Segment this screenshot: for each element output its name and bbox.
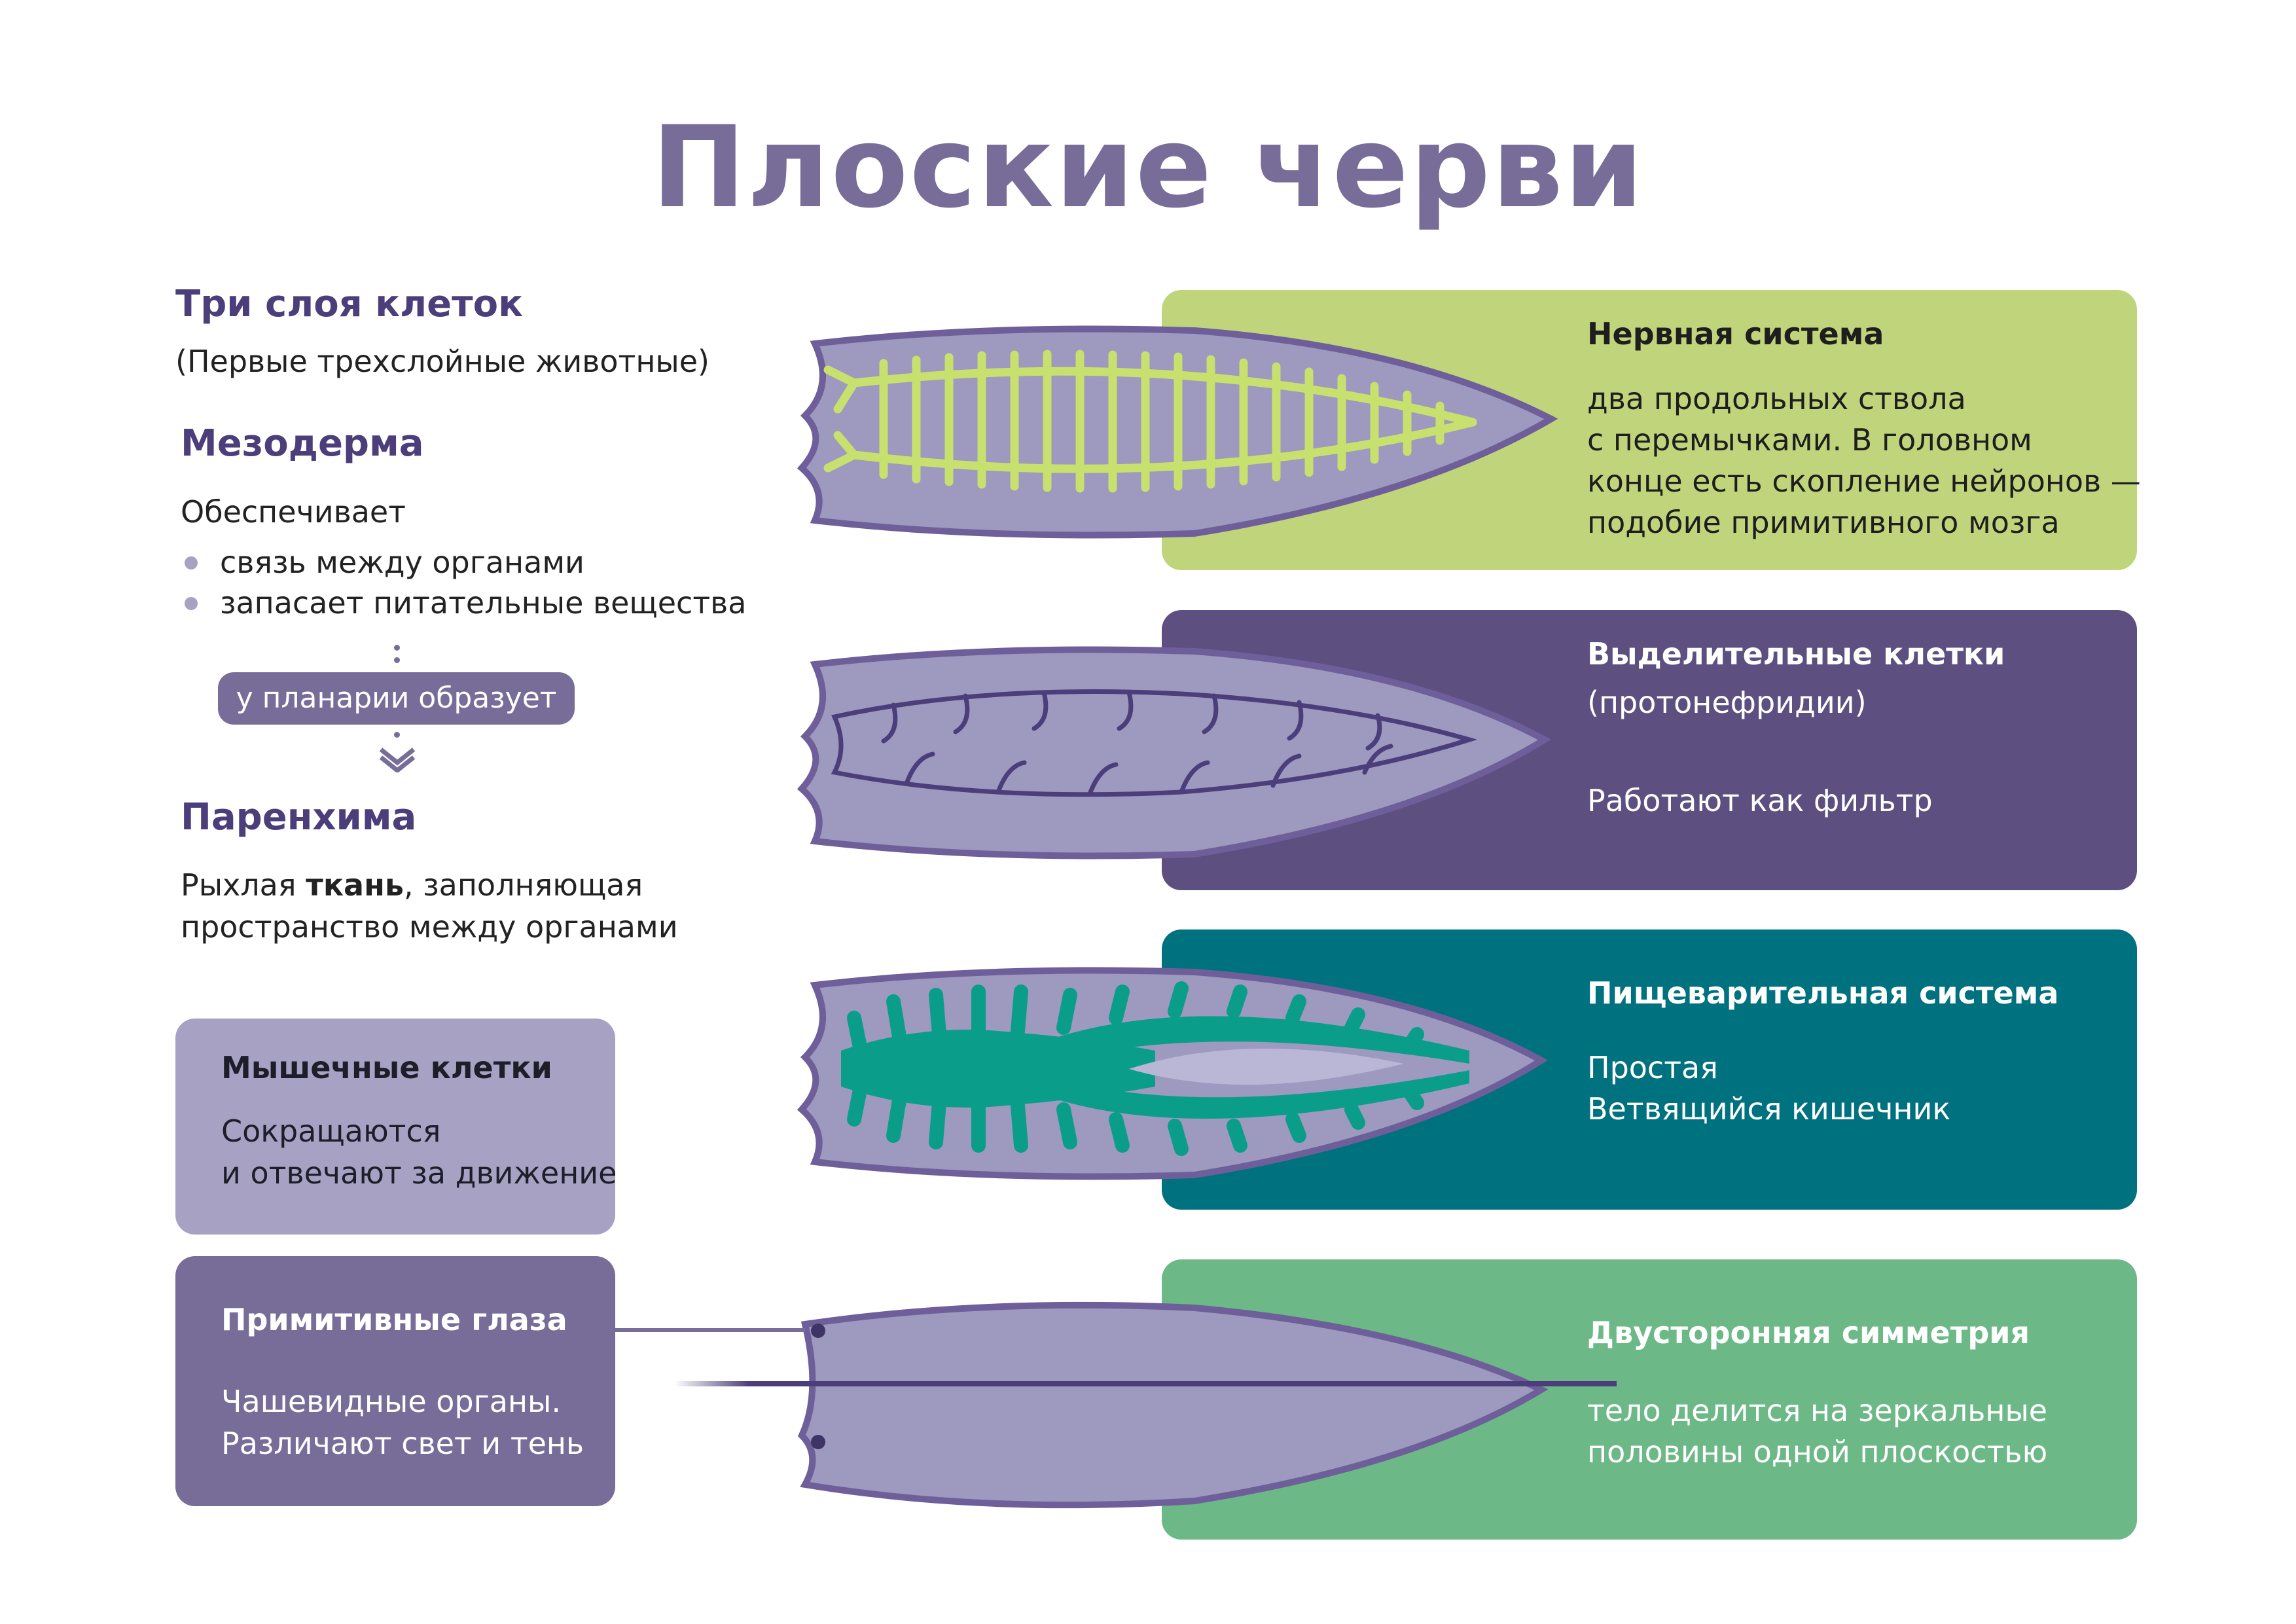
layers-heading: Три слоя клеток: [175, 283, 524, 325]
page-title: Плоские черви: [651, 101, 1645, 233]
eye-spot: [811, 1324, 825, 1338]
panel-heading: Двусторонняя симметрия: [1587, 1315, 2030, 1350]
muscle-cells-box: Мышечные клетки Сокращаются и отвечают з…: [175, 1019, 617, 1235]
panel-line: тело делится на зеркальные: [1587, 1393, 2048, 1428]
parenchyma-heading: Паренхима: [181, 796, 417, 839]
panel-line: два продольных ствола: [1587, 381, 1966, 416]
mesoderm-bullets: связь между органами запасает питательны…: [181, 542, 746, 623]
mesoderm-heading: Мезодерма: [181, 422, 424, 465]
panel-line: подобие примитивного мозга: [1587, 505, 2060, 540]
parenchyma-text-line2: пространство между органами: [181, 909, 678, 945]
panel-heading: Нервная система: [1587, 316, 1884, 352]
dotted-connector: [394, 732, 401, 744]
planaria-nervous-illustration: [797, 325, 1558, 539]
mesoderm-intro: Обеспечивает: [181, 494, 406, 530]
layers-note: (Первые трехслойные животные): [175, 344, 709, 379]
mesoderm-bullet: связь между органами: [181, 542, 746, 583]
panel-heading: Выделительные клетки: [1587, 636, 2005, 672]
muscle-heading: Мышечные клетки: [221, 1050, 552, 1085]
symmetry-axis-line: [674, 1381, 1617, 1386]
muscle-line: и отвечают за движение: [221, 1155, 617, 1191]
eyes-heading: Примитивные глаза: [221, 1302, 567, 1337]
primitive-eyes-box: Примитивные глаза Чашевидные органы. Раз…: [175, 1256, 615, 1506]
nervous-system-panel: Нервная система два продольных ствола с …: [1162, 290, 2141, 570]
eyes-line: Различают свет и тень: [221, 1426, 584, 1461]
eye-connector-line: [615, 1328, 805, 1332]
panel-line: с перемычками. В головном: [1587, 422, 2032, 458]
muscle-line: Сокращаются: [221, 1113, 441, 1149]
panel-line: конце есть скопление нейронов —: [1587, 463, 2141, 499]
parenchyma-text-bold: ткань: [306, 867, 404, 903]
planaria-symmetry-illustration: [798, 1301, 1549, 1509]
panel-subheading: (протонефридии): [1587, 685, 1867, 720]
bilateral-symmetry-panel: Двусторонняя симметрия тело делится на з…: [1162, 1259, 2137, 1540]
planaria-digestive-illustration: [797, 967, 1548, 1180]
parenchyma-text: Рыхлая ткань, заполняющая: [181, 864, 643, 906]
panel-line: Простая: [1587, 1050, 1718, 1085]
planaria-pill: у планарии образует: [218, 672, 575, 725]
mesoderm-bullet: запасает питательные вещества: [181, 583, 746, 623]
parenchyma-text-part: Рыхлая: [181, 867, 306, 903]
panel-line: Работают как фильтр: [1587, 783, 1933, 818]
chevron-down-icon: [379, 748, 416, 772]
parenchyma-text-part: , заполняющая: [403, 867, 643, 903]
dotted-connector: [394, 645, 401, 670]
panel-line: половины одной плоскостью: [1587, 1434, 2048, 1470]
eyes-line: Чашевидные органы.: [221, 1384, 561, 1419]
panel-line: Ветвящийся кишечник: [1587, 1091, 1951, 1127]
eye-spot: [811, 1435, 825, 1449]
excretory-cells-panel: Выделительные клетки (протонефридии) Раб…: [1162, 610, 2137, 890]
planaria-excretory-illustration: [797, 646, 1552, 859]
panel-heading: Пищеварительная система: [1587, 975, 2059, 1011]
